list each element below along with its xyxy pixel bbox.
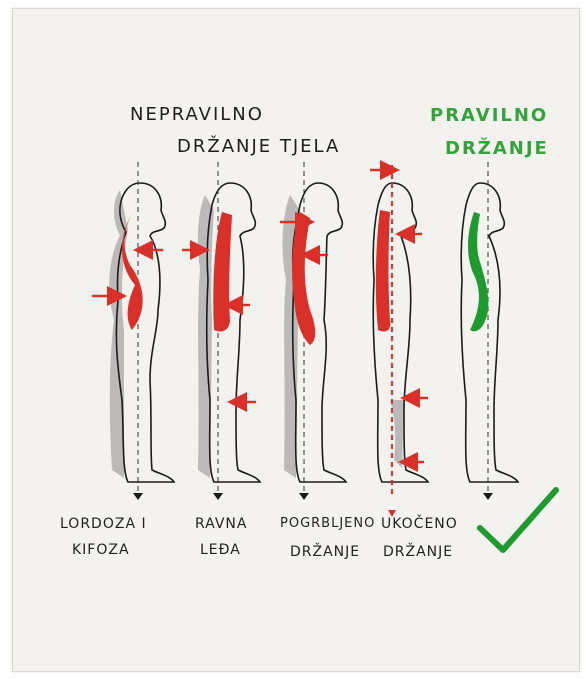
plumb-bob-icon: [388, 510, 396, 517]
plumb-bob-icon: [483, 493, 493, 500]
figure-correct: [460, 162, 520, 500]
figure-slouched: [280, 162, 348, 500]
figure-stiff: [370, 160, 430, 517]
caption-flatback-line2: LEĐA: [200, 542, 241, 558]
figure-lordosis-kyphosis: [92, 162, 176, 500]
shadow-silhouette: [109, 190, 128, 478]
caption-slouched-line2: DRŽANJE: [290, 544, 361, 560]
caption-slouched-line1: POGRBLJENO: [280, 516, 376, 531]
figure-flat-back: [182, 162, 262, 500]
checkmark-icon: [477, 487, 559, 553]
heading-correct-line2: DRŽANJE: [445, 138, 549, 159]
caption-stiff-line2: DRŽANJE: [383, 544, 454, 560]
heading-correct-line1: PRAVILNO: [430, 105, 549, 126]
heading-incorrect-line2: DRŽANJE TJELA: [177, 136, 341, 157]
caption-stiff-line1: UKOČENO: [381, 516, 458, 532]
spine-incorrect: [213, 212, 232, 332]
plumb-bob-icon: [133, 493, 143, 500]
body-outline: [460, 182, 520, 483]
spine-incorrect: [375, 210, 391, 332]
caption-lordosis-line1: LORDOZA I: [60, 516, 147, 532]
caption-flatback-line1: RAVNA: [195, 516, 248, 532]
shadow-silhouette: [390, 400, 404, 468]
plumb-bob-icon: [299, 493, 309, 500]
spine-incorrect: [121, 213, 143, 330]
spine-incorrect: [292, 212, 316, 345]
heading-incorrect-line1: NEPRAVILNO: [130, 104, 264, 125]
caption-lordosis-line2: KIFOZA: [72, 542, 130, 558]
plumb-bob-icon: [213, 493, 223, 500]
spine-correct: [468, 212, 489, 332]
body-outline: [205, 182, 262, 483]
